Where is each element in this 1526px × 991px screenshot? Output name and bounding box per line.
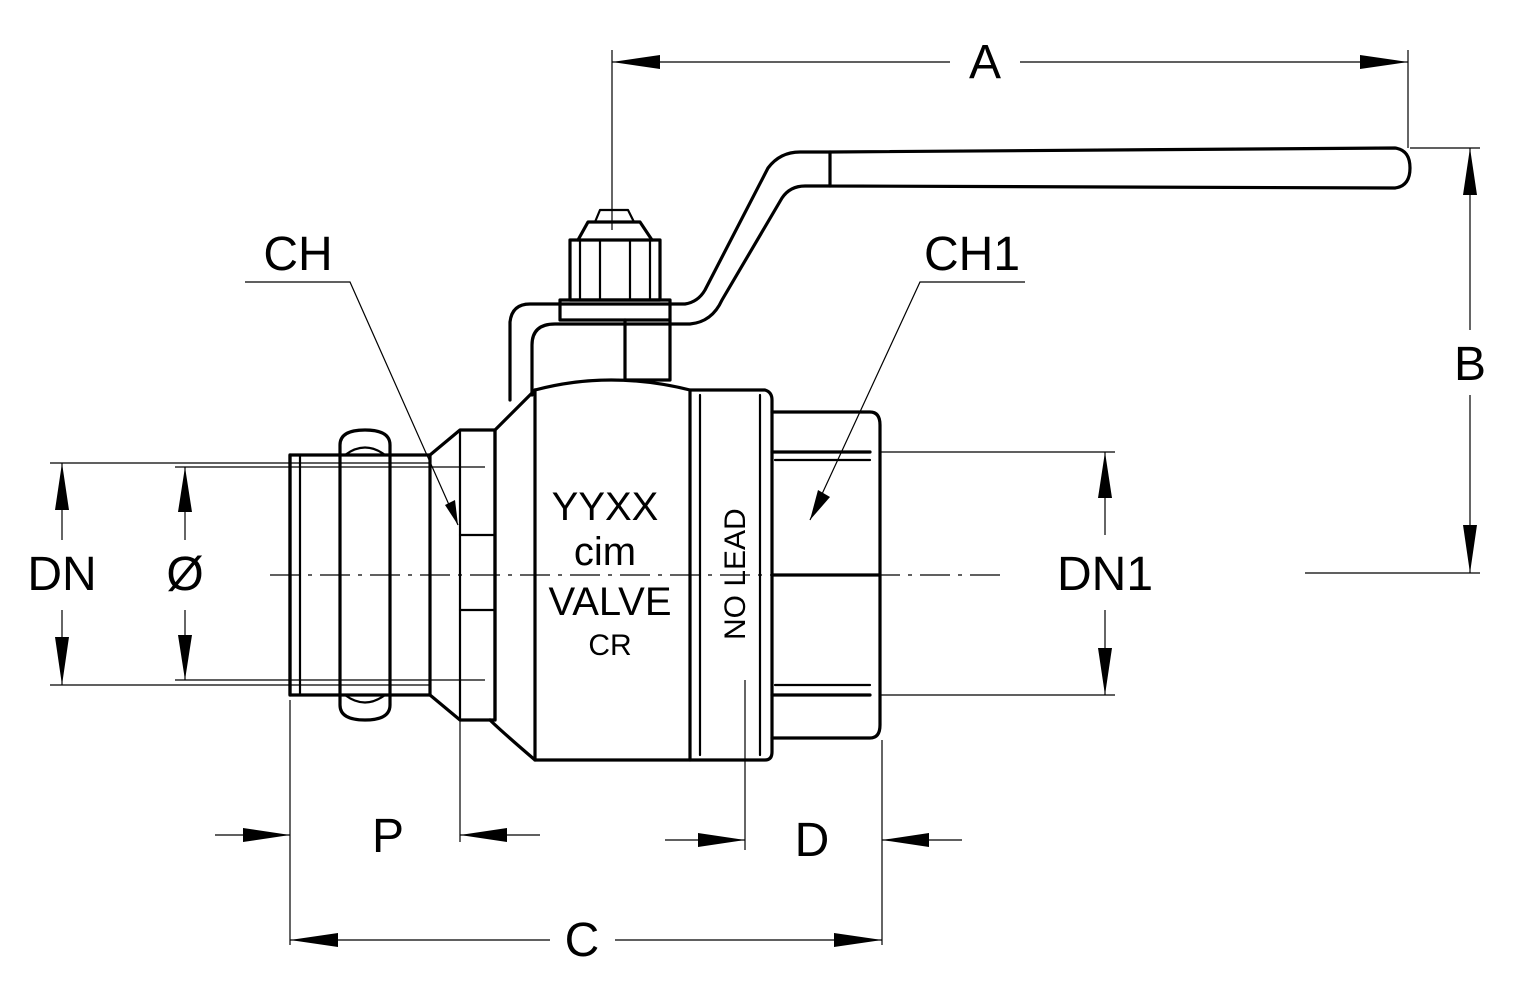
marking-mark: CR xyxy=(588,629,631,662)
dimension-diameter: Ø xyxy=(166,466,485,681)
marking-code: YYXX xyxy=(552,485,659,529)
lever-handle xyxy=(508,146,1412,402)
dimension-ch1: CH1 xyxy=(809,228,1025,521)
label-dn1: DN1 xyxy=(1057,548,1153,601)
dimension-c: C xyxy=(290,914,882,967)
label-d: D xyxy=(795,814,830,867)
label-ch1: CH1 xyxy=(924,228,1020,281)
label-p: P xyxy=(372,810,404,863)
label-a: A xyxy=(969,36,1001,89)
label-b: B xyxy=(1454,338,1486,391)
dimension-ch: CH xyxy=(245,228,459,526)
stem-nut xyxy=(558,208,672,382)
label-ch: CH xyxy=(263,228,332,281)
dimension-a: A xyxy=(611,36,1409,230)
marking-brand: cim xyxy=(574,530,636,574)
label-c: C xyxy=(565,914,600,967)
dimension-p: P xyxy=(215,700,540,945)
dimension-d: D xyxy=(665,680,962,945)
dimension-b: B xyxy=(1305,147,1486,574)
dimension-dn: DN xyxy=(27,462,430,686)
marking-no-lead: NO LEAD xyxy=(719,508,752,640)
label-dn: DN xyxy=(27,548,96,601)
label-diameter: Ø xyxy=(166,548,203,601)
dimension-dn1: DN1 xyxy=(880,451,1153,696)
marking-line: VALVE xyxy=(548,580,671,624)
